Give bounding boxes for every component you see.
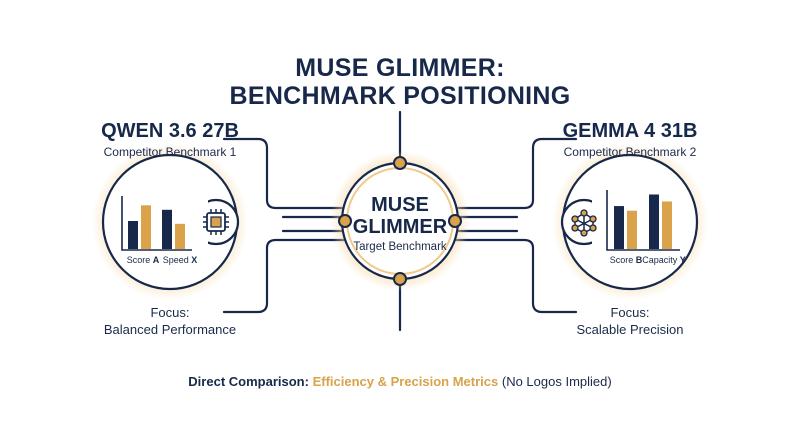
network-icon	[571, 209, 597, 237]
gemma-bar-2-series-1	[649, 194, 659, 249]
title-line-2: BENCHMARK POSITIONING	[229, 82, 571, 110]
footer-caption: Direct Comparison: Efficiency & Precisio…	[0, 374, 800, 389]
footer-lead: Direct Comparison:	[188, 374, 309, 389]
qwen-bar-1-series-1	[128, 221, 138, 249]
gemma-focus-label: Focus:	[610, 305, 650, 320]
connector-dots	[338, 156, 462, 286]
gemma-subtitle: Competitor Benchmark 2	[563, 145, 697, 159]
muse-node	[330, 151, 470, 291]
gemma-bar-label-2: Capacity Y	[642, 255, 686, 265]
qwen-bar-label-2: Speed X	[162, 255, 198, 265]
footer-highlight: Efficiency & Precision Metrics	[312, 374, 499, 389]
gemma-title: GEMMA 4 31B	[562, 120, 698, 142]
gemma-focus-value: Scalable Precision	[576, 322, 684, 337]
qwen-bar-label-1: Score A	[126, 255, 160, 265]
chip-icon	[203, 209, 229, 235]
gemma-node	[552, 144, 708, 300]
gemma-bar-chart	[606, 190, 680, 251]
qwen-bar-2-series-2	[175, 223, 185, 249]
qwen-bar-2-series-1	[162, 209, 172, 249]
connector-lines	[222, 110, 578, 332]
qwen-title: QWEN 3.6 27B	[101, 120, 239, 142]
qwen-focus-value: Balanced Performance	[103, 322, 237, 337]
footer-note: (No Logos Implied)	[501, 374, 612, 389]
qwen-bar-1-series-2	[141, 205, 151, 249]
qwen-focus-label: Focus:	[150, 305, 190, 320]
qwen-bar-chart	[121, 196, 192, 251]
gemma-bar-1-series-1	[614, 206, 624, 249]
muse-name-line-2: GLIMMER	[352, 216, 448, 238]
muse-subtitle: Target Benchmark	[353, 241, 447, 253]
qwen-subtitle: Competitor Benchmark 1	[103, 145, 237, 159]
qwen-node	[92, 144, 248, 300]
gemma-bar-label-1: Score B	[609, 255, 643, 265]
gemma-bar-1-series-2	[627, 210, 637, 249]
muse-name-line-1: MUSE	[371, 194, 429, 216]
title-line-1: MUSE GLIMMER:	[295, 54, 505, 82]
gemma-bar-2-series-2	[662, 201, 672, 249]
